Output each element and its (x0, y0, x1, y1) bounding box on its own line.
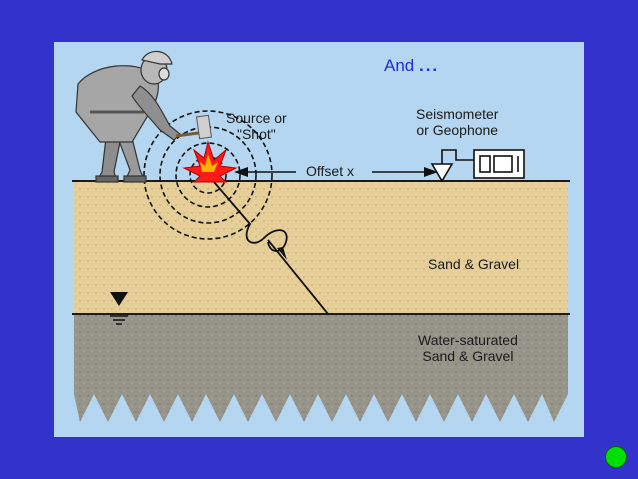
next-slide-dot-icon[interactable] (605, 446, 627, 468)
person-with-sledgehammer-icon (75, 50, 181, 183)
offset-label: Offset x (304, 163, 356, 179)
sledgehammer (175, 114, 213, 140)
heading-ellipsis: ... (418, 56, 440, 75)
geophone-label: Seismometer or Geophone (416, 106, 499, 138)
dry-layer-label: Sand & Gravel (428, 256, 520, 272)
saturated-layer-label: Water-saturated Sand & Gravel (418, 332, 518, 364)
offset-arrow (234, 167, 438, 177)
source-label: Source or "Shot" (226, 110, 287, 142)
water-table-icon (110, 292, 128, 325)
dry-sand-layer (74, 181, 568, 314)
saturated-sand-layer (74, 314, 568, 422)
ray-arrowhead (277, 247, 287, 260)
slide-panel: And ... Source or "Shot" Offset x Seismo… (54, 42, 584, 437)
seismic-diagram (72, 50, 570, 422)
explosion-icon (182, 140, 238, 183)
heading-text: And (384, 56, 415, 75)
slide-heading: And ... (384, 56, 439, 76)
geophone-icon (430, 149, 525, 183)
ray-path (207, 174, 329, 315)
